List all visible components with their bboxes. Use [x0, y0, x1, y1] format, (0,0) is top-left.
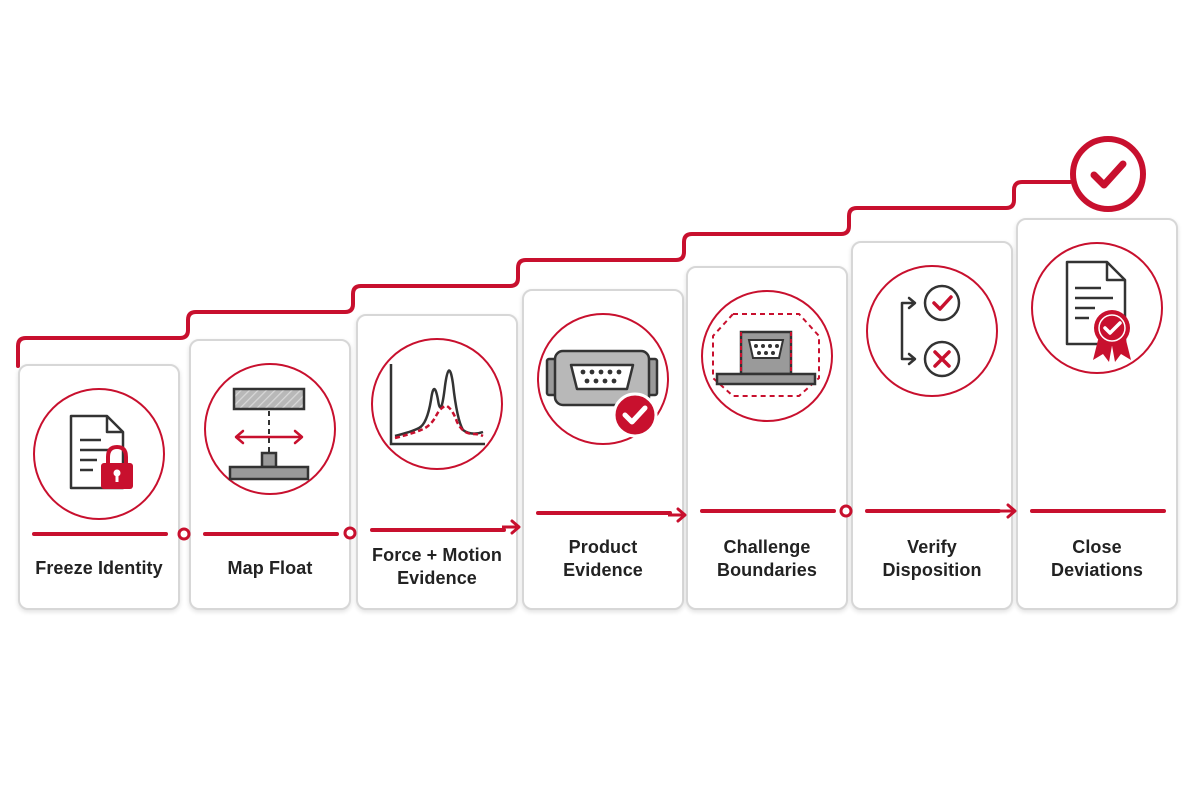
connector-circle-node — [177, 527, 191, 541]
step-label: Verify Disposition — [882, 537, 982, 580]
check-cross-decision-icon — [900, 284, 961, 378]
checkmark-circle-icon — [1070, 136, 1146, 212]
step-underline — [700, 509, 836, 513]
step-label: Product Evidence — [563, 537, 643, 580]
connector-circle-node — [343, 526, 357, 540]
step-label: Force + Motion Evidence — [372, 545, 502, 588]
step-card-challenge-boundaries: Challenge Boundaries — [686, 266, 848, 610]
connector-arrow — [998, 503, 1017, 519]
step-card-product-evidence: Product Evidence — [522, 289, 684, 610]
step-card-map-float: Map Float — [189, 339, 351, 610]
step-card-force-motion-evidence: Force + Motion Evidence — [356, 314, 518, 610]
connector-circle-node — [839, 504, 853, 518]
step-underline — [32, 532, 168, 536]
step-label: Close Deviations — [1050, 537, 1144, 580]
step-underline — [1030, 509, 1166, 513]
step-card-freeze-identity: Freeze Identity — [18, 364, 180, 610]
step-label: Challenge Boundaries — [716, 537, 818, 580]
connector-check-icon — [545, 349, 659, 438]
certificate-award-icon — [1065, 260, 1131, 362]
connector-arrow — [502, 519, 521, 535]
document-lock-icon — [69, 414, 133, 490]
connector-arrow — [668, 507, 687, 523]
step-card-verify-disposition: Verify Disposition — [851, 241, 1013, 610]
connector-boundary-icon — [712, 313, 820, 397]
step-underline — [536, 511, 672, 515]
step-underline — [203, 532, 339, 536]
force-curve-chart-icon — [389, 364, 485, 446]
step-card-close-deviations: Close Deviations — [1016, 218, 1178, 610]
step-label: Freeze Identity — [35, 558, 163, 578]
step-label: Map Float — [227, 558, 313, 578]
float-map-icon — [228, 387, 310, 481]
step-underline — [370, 528, 506, 532]
step-underline — [865, 509, 1001, 513]
